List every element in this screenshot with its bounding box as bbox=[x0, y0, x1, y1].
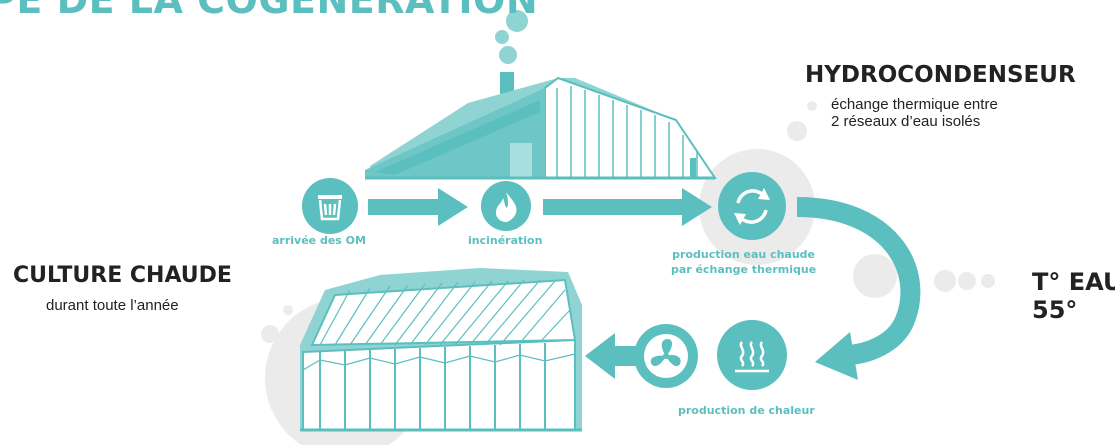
culture-description: durant toute l’année bbox=[46, 297, 179, 314]
hydrocondenseur-description-line2: 2 réseaux d’eau isolés bbox=[831, 113, 981, 130]
step-label-incineration: incinération bbox=[468, 234, 543, 247]
fan-icon bbox=[650, 339, 681, 367]
arrow-to-incineration bbox=[368, 188, 468, 226]
culture-heading: CULTURE CHAUDE bbox=[13, 263, 232, 288]
flame-step bbox=[481, 181, 531, 231]
fan-step bbox=[634, 324, 698, 388]
step-label-arrivee: arrivée des OM bbox=[272, 234, 366, 247]
heat-step bbox=[717, 320, 787, 390]
step-label-production-line1: production eau chaude bbox=[672, 248, 815, 261]
water-temperature-label: T° EAU bbox=[1032, 268, 1115, 296]
curved-flow-arrow bbox=[796, 197, 921, 380]
trash-icon bbox=[318, 195, 342, 221]
page-title: CIPE DE LA COGÉNÉRATION bbox=[0, 0, 539, 22]
hydrocondenseur-description: échange thermique entre 2 réseaux d’eau … bbox=[831, 96, 998, 130]
flow-arrows bbox=[368, 188, 712, 379]
step-label-production: production eau chaude par échange thermi… bbox=[671, 247, 816, 277]
water-temperature-value: 55° bbox=[1032, 296, 1078, 324]
step-label-chaleur: production de chaleur bbox=[678, 404, 815, 417]
greenhouse bbox=[300, 268, 582, 432]
trash-step bbox=[302, 178, 358, 234]
flame-icon bbox=[495, 192, 517, 222]
hydrocondenseur-description-line1: échange thermique entre bbox=[831, 96, 998, 113]
heat-waves-icon bbox=[735, 341, 769, 373]
step-label-production-line2: par échange thermique bbox=[671, 263, 817, 276]
smoke-bubbles bbox=[495, 10, 528, 64]
incineration-plant bbox=[365, 72, 717, 180]
hydrocondenseur-step bbox=[718, 172, 786, 240]
water-temperature: T° EAU 55° bbox=[1032, 268, 1115, 324]
hydrocondenseur-heading: HYDROCONDENSEUR bbox=[805, 62, 1076, 88]
arrow-to-hydrocondenseur bbox=[543, 188, 712, 226]
arrow-to-greenhouse bbox=[585, 333, 655, 379]
